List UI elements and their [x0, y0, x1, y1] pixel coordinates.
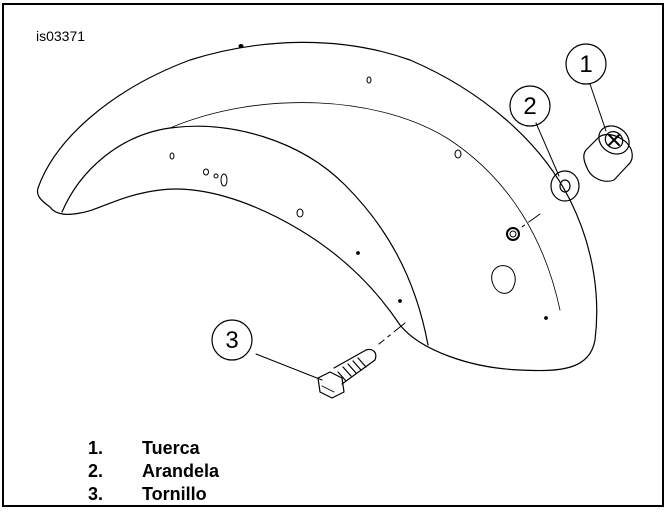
fender-inner-edge	[61, 125, 429, 346]
assembly-lines	[378, 213, 541, 345]
legend-number: 3.	[88, 484, 104, 504]
legend-item: 2. Arandela	[88, 460, 219, 483]
legend-label: Arandela	[142, 461, 220, 481]
fender-holes	[169, 44, 548, 320]
legend-label: Tornillo	[142, 484, 207, 504]
figure-id: is03371	[36, 28, 86, 44]
figure-frame	[2, 3, 664, 507]
bolt	[317, 348, 377, 399]
legend-item: 1. Tuerca	[88, 437, 219, 460]
callout-2: 2	[509, 85, 551, 127]
callout-3: 3	[211, 319, 253, 361]
legend-item: 3. Tornillo	[88, 483, 219, 506]
legend-number: 2.	[88, 461, 104, 481]
legend-label: Tuerca	[142, 438, 200, 458]
nut	[583, 125, 633, 182]
parts-legend: 1. Tuerca 2. Arandela 3. Tornillo	[88, 437, 219, 506]
fender-outline	[36, 41, 598, 372]
callout-1-label: 1	[579, 51, 592, 78]
washer	[550, 170, 580, 202]
callout-1: 1	[565, 43, 607, 85]
leader-lines	[255, 83, 607, 381]
callout-2-label: 2	[523, 93, 536, 120]
callout-3-label: 3	[225, 327, 238, 354]
legend-number: 1.	[88, 438, 104, 458]
fender-fold-line	[169, 102, 561, 311]
